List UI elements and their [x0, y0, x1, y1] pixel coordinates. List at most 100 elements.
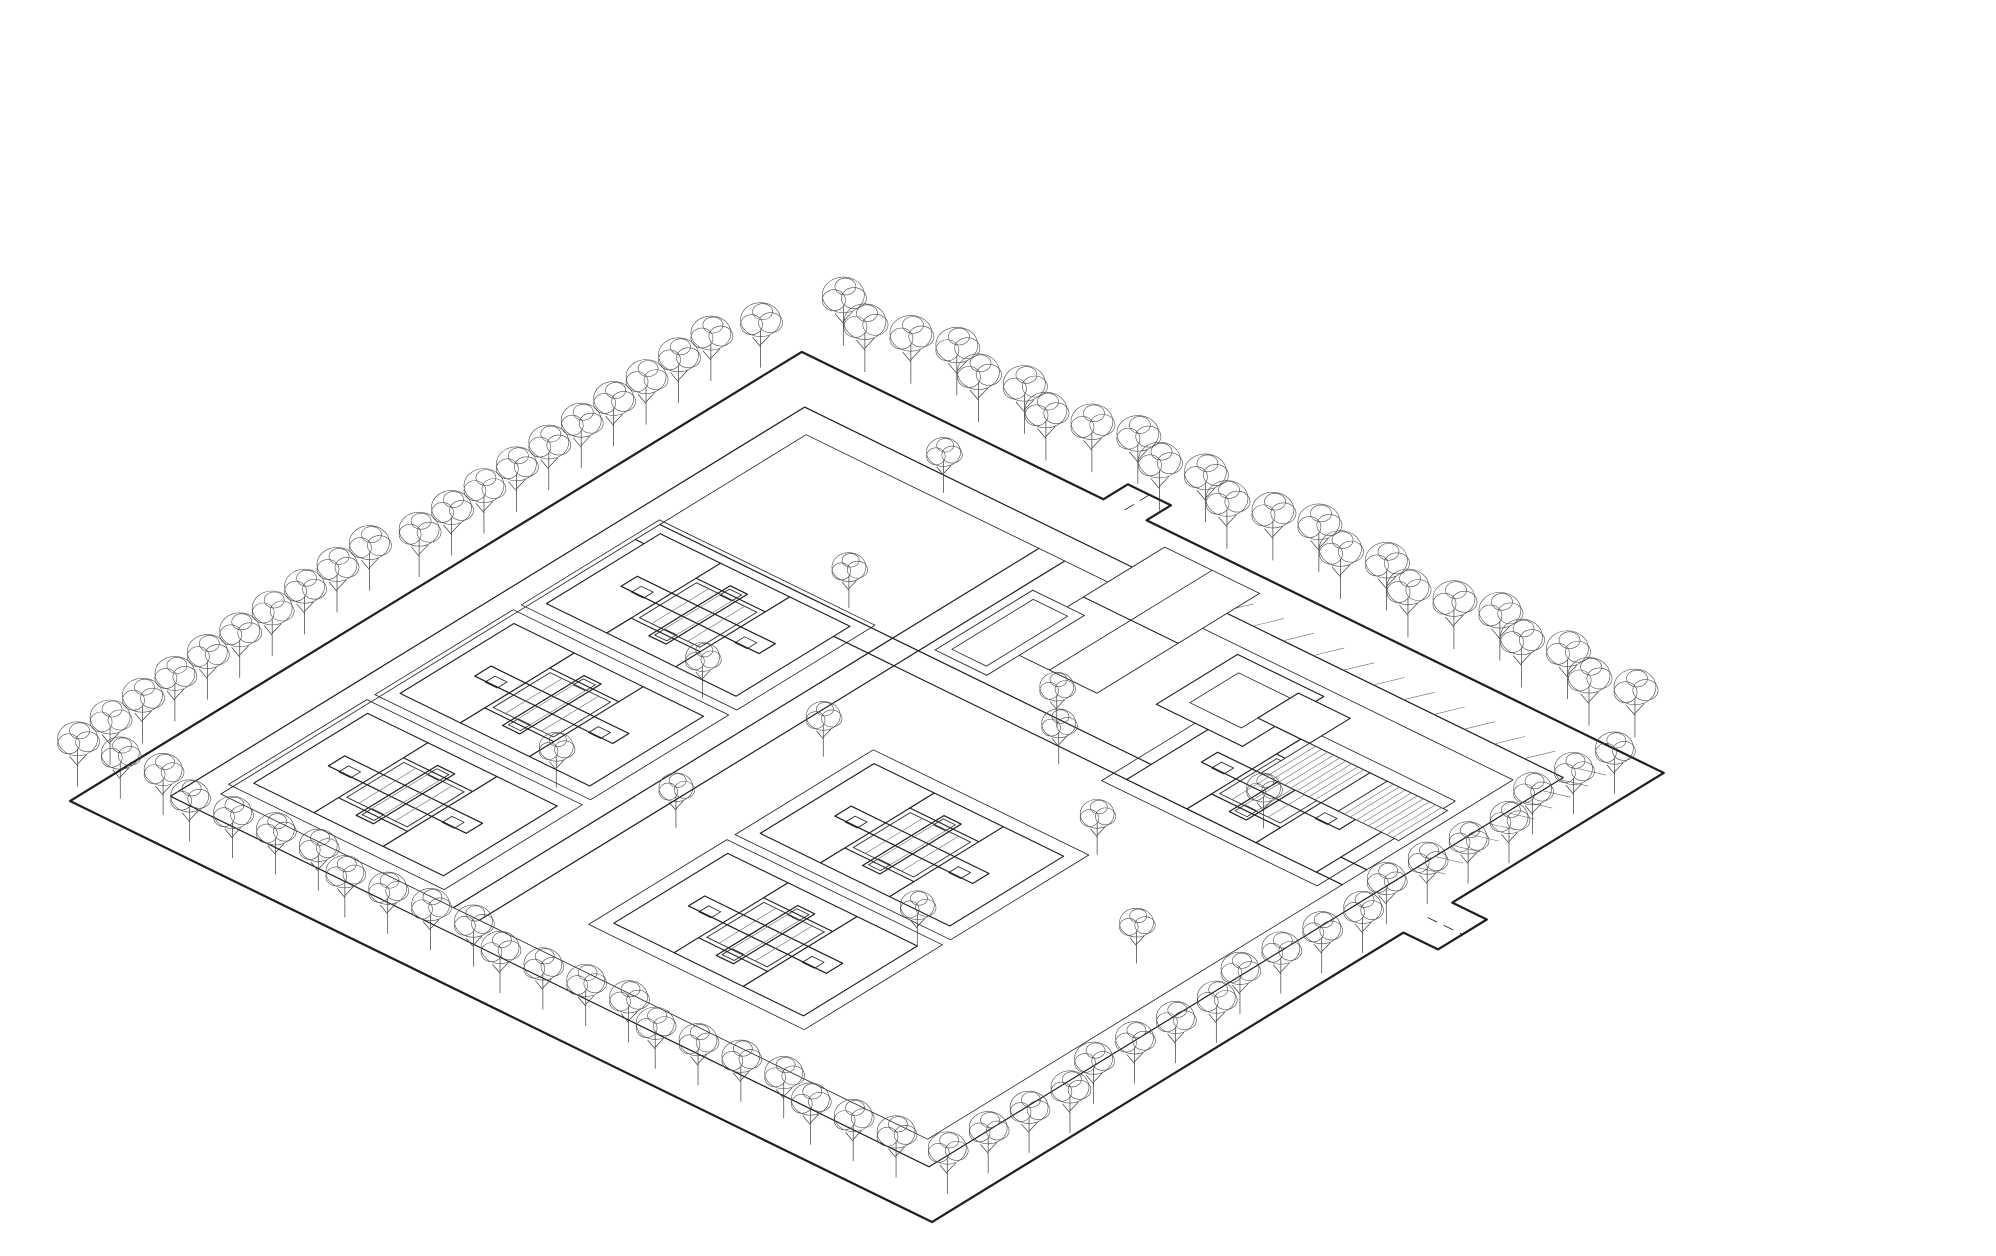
entrance-centerline-north [1124, 494, 1150, 511]
tree-crown [443, 491, 464, 508]
tree-branch [232, 827, 242, 837]
bar-front [459, 707, 555, 758]
tree-crown [316, 559, 340, 580]
tree-branch [910, 919, 918, 929]
tree-branch [275, 843, 285, 854]
tree-crown [673, 781, 695, 799]
tree [1079, 799, 1117, 855]
tree-crown [1261, 942, 1284, 963]
skylight [1314, 812, 1338, 825]
tree-crown [302, 578, 327, 600]
tree-branch [1362, 922, 1372, 932]
tree-crown [609, 980, 648, 1014]
skylight [801, 956, 825, 969]
parking-stall [1373, 677, 1405, 686]
tree-crown [1613, 668, 1657, 706]
tree-crown [298, 828, 338, 862]
tree-branch [77, 754, 87, 765]
tree-crown [263, 591, 285, 609]
tree-branch [702, 350, 712, 361]
bar-front [313, 797, 409, 847]
tree [927, 1131, 969, 1194]
tree-branch [492, 963, 501, 974]
tree-crown [1524, 773, 1545, 790]
tree-crown [658, 337, 699, 373]
tree-crown [625, 371, 649, 392]
tree [1546, 630, 1591, 699]
tree-crown [454, 904, 493, 938]
tree [1343, 890, 1384, 953]
tree-crown [1405, 579, 1432, 601]
tree-branch [189, 810, 199, 821]
tree-branch [1137, 449, 1148, 461]
tree-crown [876, 1115, 916, 1149]
bay-line [675, 600, 734, 636]
walkway-cross [620, 575, 776, 655]
tree-crown [1220, 963, 1243, 983]
tree-crown [75, 731, 100, 753]
tree-branch [834, 313, 844, 324]
tree [658, 337, 701, 403]
tree-crown [1232, 952, 1252, 969]
tree-crown [658, 772, 694, 803]
tree-crown [508, 447, 529, 465]
tree-crown [1085, 1042, 1106, 1059]
tree-branch [1175, 1032, 1185, 1042]
tree-branch [379, 904, 388, 915]
tree-crown [611, 391, 636, 412]
parking-stall [1312, 647, 1345, 656]
tree-crown [449, 500, 474, 521]
tree-crown [1297, 503, 1341, 540]
tree-crown [758, 312, 783, 333]
tree-branch [1491, 628, 1501, 639]
tree-crown [1039, 682, 1059, 700]
tree-crown [1489, 801, 1529, 834]
tree [143, 753, 185, 816]
tree-crown [1150, 442, 1173, 461]
tree-crown [1407, 853, 1430, 873]
tree-branch [548, 457, 559, 468]
tree-branch [207, 667, 217, 678]
clubhouse-annex [1257, 692, 1351, 744]
tree-belt-front [100, 437, 1636, 1194]
tree-crown [475, 469, 497, 486]
tree-crown [1196, 454, 1219, 473]
swimming-pool [934, 589, 1086, 676]
tree-crown [1506, 810, 1531, 831]
tree-crown [802, 1083, 823, 1100]
tree-branch [1558, 666, 1568, 678]
tree-crown [187, 634, 228, 669]
tree-crown [1448, 821, 1488, 855]
tree-crown [1024, 391, 1068, 429]
tree-crown [1501, 802, 1521, 818]
tree [325, 855, 367, 918]
tree-crown [1513, 772, 1552, 806]
tree-crown [1251, 491, 1295, 529]
tree-branch [856, 339, 866, 351]
tree-branch [443, 524, 452, 535]
tree-crown [915, 898, 937, 917]
tree-crown [605, 382, 626, 399]
bay-line [742, 919, 801, 956]
tree-branch [1167, 1033, 1176, 1044]
tree-branch [948, 363, 958, 374]
bay-line [504, 678, 563, 714]
tree [1205, 480, 1251, 549]
tree-crown [1432, 592, 1457, 615]
tree [1513, 772, 1554, 835]
tree-crown [411, 888, 450, 922]
tree-crown [678, 1023, 718, 1057]
tree-branch [1501, 834, 1510, 844]
tree-crown [431, 502, 454, 523]
tree-branch [572, 437, 582, 448]
tree-crown [1079, 799, 1115, 829]
tree-branch [678, 370, 688, 381]
tree-crown [566, 963, 606, 997]
panel-row [1278, 751, 1328, 783]
tree-branch [1129, 937, 1137, 946]
tree [1386, 568, 1432, 638]
tree-branch [418, 544, 429, 555]
tree-crown [876, 1126, 899, 1147]
tree-branch [978, 387, 989, 399]
